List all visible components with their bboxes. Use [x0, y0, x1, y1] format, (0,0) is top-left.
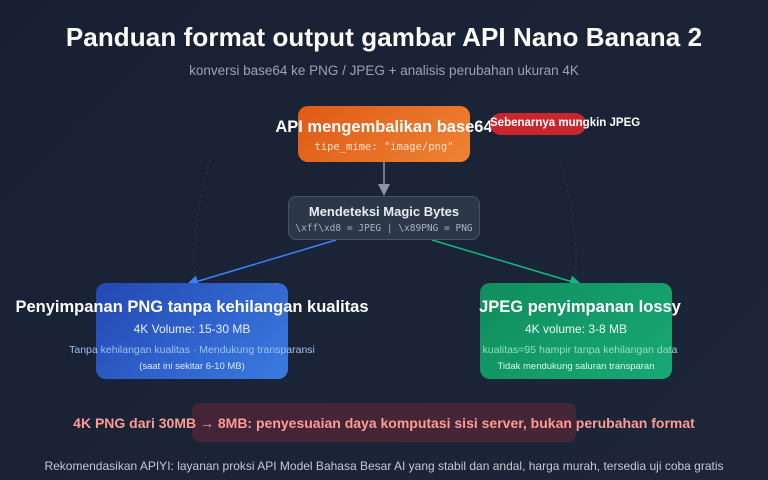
api-node-title: API mengembalikan base64 — [275, 118, 493, 136]
edge-detect-png — [186, 239, 337, 288]
detect-node-title: Mendeteksi Magic Bytes — [308, 204, 460, 219]
png-node-title: Penyimpanan PNG tanpa kehilangan kualita… — [15, 298, 369, 316]
page-subtitle: konversi base64 ke PNG / JPEG + analisis… — [189, 63, 579, 78]
jpeg-node-features: kualitas=95 hampir tanpa kehilangan data — [482, 344, 678, 356]
warning-badge — [490, 113, 586, 135]
jpeg-node — [480, 283, 672, 379]
png-node-features: Tanpa kehilangan kualitas · Mendukung tr… — [69, 344, 315, 356]
edge-detect-jpeg — [431, 239, 582, 288]
detect-node-code: \xff\xd8 = JPEG | \x89PNG = PNG — [295, 223, 473, 234]
png-node — [96, 283, 288, 379]
api-node — [298, 106, 470, 162]
callout-box — [192, 403, 576, 442]
png-node-size: 4K Volume: 15-30 MB — [133, 322, 251, 336]
callout-text: 4K PNG dari 30MB → 8MB: penyesuaian daya… — [73, 415, 695, 431]
jpeg-node-note: Tidak mendukung saluran transparan — [497, 361, 655, 372]
detect-node — [288, 196, 480, 240]
api-node-mime: tipe_mime: "image/png" — [314, 141, 454, 153]
png-node-note: (saat ini sekitar 6-10 MB) — [139, 361, 245, 372]
footer-text: Rekomendasikan APIYI: layanan proksi API… — [44, 459, 724, 473]
jpeg-node-title: JPEG penyimpanan lossy — [479, 298, 681, 316]
page-title: Panduan format output gambar API Nano Ba… — [65, 22, 703, 52]
warning-badge-label: Sebenarnya mungkin JPEG — [490, 117, 641, 129]
jpeg-node-size: 4K volume: 3-8 MB — [524, 322, 628, 336]
